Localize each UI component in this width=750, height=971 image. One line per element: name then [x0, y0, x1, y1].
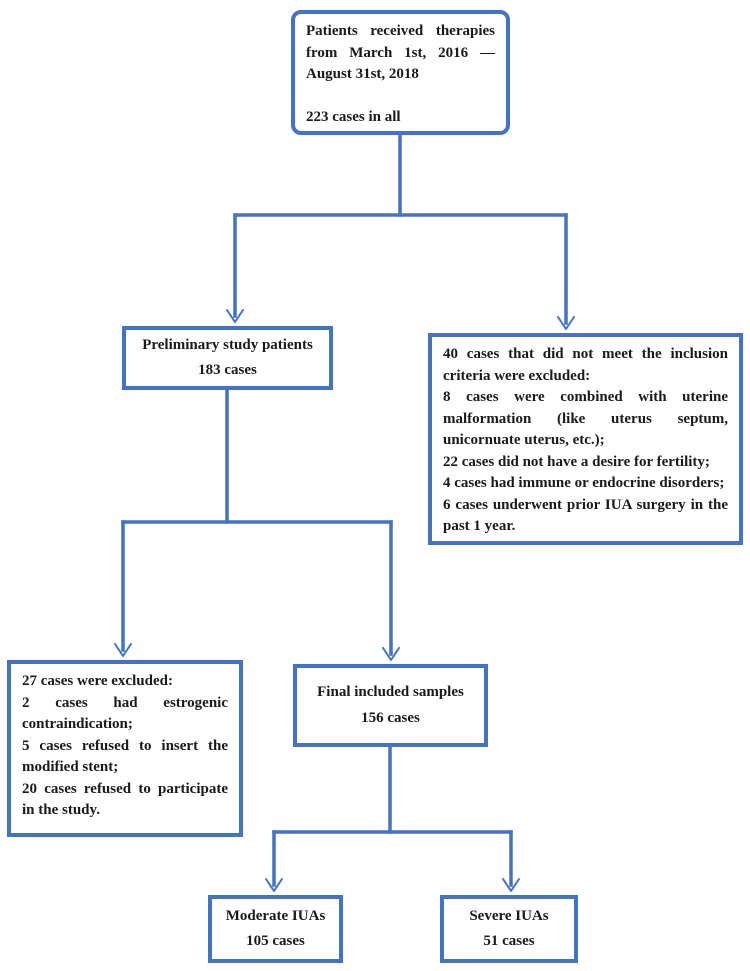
moderate-iuas-count: 105 cases [246, 933, 305, 949]
inclusion-excluded-box: 40 cases that did not meet the inclusion… [428, 333, 743, 545]
final-samples-title: Final included samples [317, 684, 464, 700]
preliminary-title: Preliminary study patients [142, 336, 313, 353]
inclusion-excluded-reason-3: 4 cases had immune or endocrine disorder… [443, 475, 725, 491]
inclusion-excluded-heading: 40 cases that did not meet the inclusion… [443, 346, 728, 384]
stent-excluded-reason-2: 5 cases refused to insert the modified s… [22, 737, 228, 776]
enrollment-period-text: Patients received therapies from March 1… [306, 23, 495, 82]
moderate-iuas-title: Moderate IUAs [225, 907, 326, 924]
arrowhead-moderate [265, 878, 283, 892]
final-samples-box: Final included samples 156 cases [293, 664, 488, 747]
inclusion-excluded-reason-1: 8 cases were combined with uterine malfo… [443, 389, 728, 448]
inclusion-excluded-reason-4: 6 cases underwent prior IUA surgery in t… [443, 496, 728, 535]
moderate-iuas-box: Moderate IUAs 105 cases [208, 895, 343, 963]
preliminary-box: Preliminary study patients 183 cases [122, 326, 333, 390]
severe-iuas-box: Severe IUAs 51 cases [440, 895, 578, 963]
arrowhead-preliminary [226, 309, 244, 323]
stent-excluded-box: 27 cases were excluded: 2 cases had estr… [7, 660, 243, 837]
arrowhead-stent-excluded [114, 643, 132, 657]
stent-excluded-reason-3: 20 cases refused to participate in the s… [22, 780, 228, 819]
severe-iuas-title: Severe IUAs [469, 907, 549, 924]
preliminary-count: 183 cases [198, 362, 257, 378]
final-samples-count: 156 cases [361, 709, 420, 726]
severe-iuas-count: 51 cases [483, 933, 535, 949]
stent-excluded-reason-1: 2 cases had estrogenic contraindication; [22, 694, 228, 733]
enrollment-count-text: 223 cases in all [306, 108, 401, 125]
enrollment-box: Patients received therapies from March 1… [291, 10, 510, 135]
arrowhead-severe [502, 878, 520, 892]
arrowhead-inclusion [557, 316, 575, 330]
arrowhead-final [382, 647, 400, 661]
stent-excluded-heading: 27 cases were excluded: [22, 673, 173, 689]
inclusion-excluded-reason-2: 22 cases did not have a desire for ferti… [443, 453, 710, 470]
